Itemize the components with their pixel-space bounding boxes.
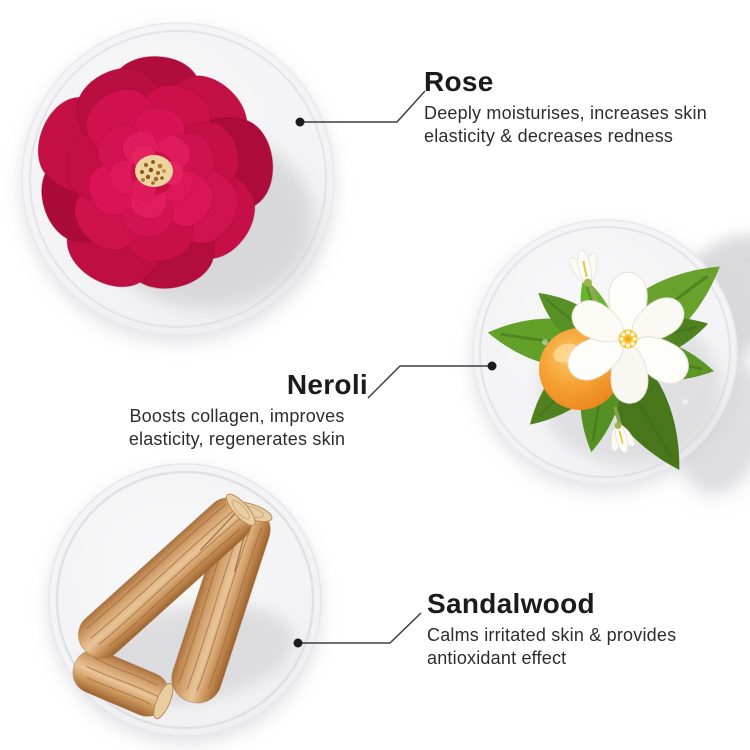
water-droplet: [682, 399, 688, 405]
neroli-bud: [569, 249, 598, 287]
rose-stamen-center: [135, 155, 173, 187]
sandalwood-description-line-2: antioxidant effect: [427, 648, 567, 668]
sandalwood-illustration: [48, 463, 322, 737]
stamens: [619, 330, 637, 348]
neroli-plate-photo: [445, 192, 750, 512]
neroli-label-group: Neroli Boosts collagen, improves elastic…: [106, 369, 368, 451]
rose-description-line-2: elasticity & decreases redness: [424, 126, 674, 146]
sandalwood-plate-photo: [35, 450, 335, 750]
neroli-title: Neroli: [286, 369, 368, 400]
rose-illustration: [21, 22, 335, 336]
sandalwood-stick: [77, 493, 256, 659]
plate-rim: [479, 226, 731, 478]
neroli-description-line-2: elasticity, regenerates skin: [128, 429, 346, 449]
sandalwood-label-group: Sandalwood Calms irritated skin & provid…: [427, 588, 737, 670]
neroli-bud: [610, 422, 635, 454]
sandalwood-description: Calms irritated skin & provides antioxid…: [427, 624, 737, 670]
neroli-blossom: [560, 271, 697, 405]
neroli-description-line-1: Boosts collagen, improves: [129, 406, 345, 426]
neroli-description: Boosts collagen, improves elasticity, re…: [106, 405, 368, 451]
rose-title: Rose: [424, 66, 494, 97]
rose-description-line-1: Deeply moisturises, increases skin: [424, 103, 707, 123]
rose-flower: [24, 53, 278, 303]
sandalwood-stick: [72, 649, 174, 720]
plate-rim: [29, 30, 327, 328]
sandalwood-title: Sandalwood: [427, 588, 595, 619]
neroli-illustration: [472, 219, 750, 492]
water-droplet: [542, 339, 548, 345]
rose-description: Deeply moisturises, increases skin elast…: [424, 102, 724, 148]
rose-plate-photo: [20, 21, 336, 337]
plate-rim: [55, 470, 315, 730]
sandalwood-description-line-1: Calms irritated skin & provides: [427, 625, 677, 645]
rose-label-group: Rose Deeply moisturises, increases skin …: [424, 66, 724, 148]
